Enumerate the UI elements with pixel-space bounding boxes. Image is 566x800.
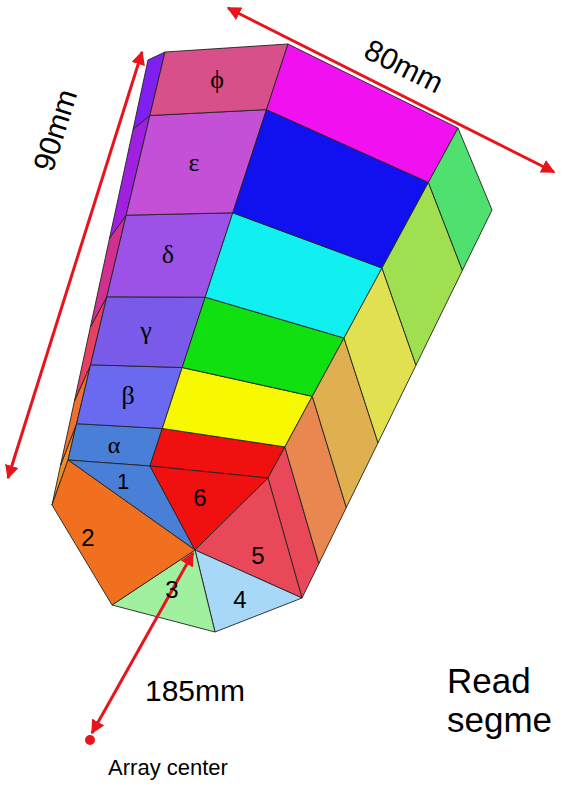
annotation-text: Read segme xyxy=(447,662,560,739)
sector-number: 6 xyxy=(193,485,206,511)
dimension-label: 185mm xyxy=(145,674,245,707)
length-arrow xyxy=(8,52,142,478)
sector-number: 5 xyxy=(251,543,264,569)
segment-label: ϕ xyxy=(210,66,224,95)
segment-label: ε xyxy=(189,149,200,178)
sector-number: 2 xyxy=(81,525,94,551)
segment-label: γ xyxy=(140,317,152,346)
width-arrow xyxy=(228,8,554,172)
ring-segment xyxy=(150,44,288,116)
point-label: Array center xyxy=(108,756,228,780)
segment-label: δ xyxy=(162,241,174,270)
ring-segment xyxy=(68,424,162,466)
dimension-label: 80mm xyxy=(359,33,448,100)
sector-number: 1 xyxy=(117,470,129,494)
ring-segment xyxy=(428,128,492,270)
front-sector xyxy=(52,460,195,605)
sector-number: 3 xyxy=(165,577,178,603)
sector-number: 4 xyxy=(233,587,246,613)
segment-label: α xyxy=(108,432,121,458)
dimension-label: 90mm xyxy=(27,85,84,174)
segment-label: β xyxy=(121,382,134,411)
center-dot xyxy=(85,735,95,745)
